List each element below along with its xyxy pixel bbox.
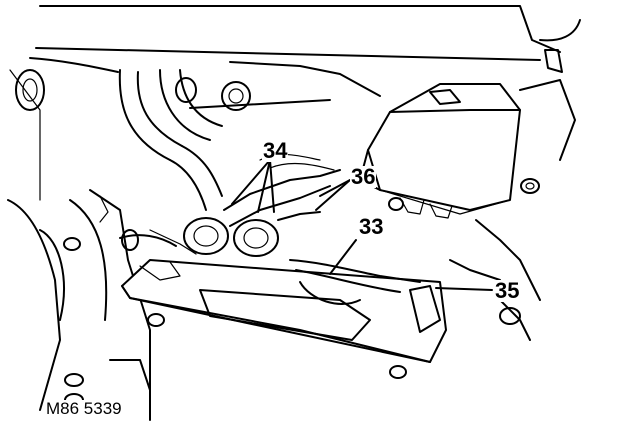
leader-lines (231, 159, 493, 291)
hoses (118, 69, 251, 211)
callout-35: 35 (494, 278, 521, 303)
left-structures (7, 69, 151, 421)
figure-reference-code: M86 5339 (46, 399, 122, 418)
callout-34: 34 (262, 138, 289, 163)
callout-33: 33 (358, 214, 385, 239)
callout-36: 36 (350, 164, 377, 189)
air-filter-box (359, 83, 541, 341)
harness-connectors (119, 153, 421, 305)
bodywork-outline (9, 5, 581, 201)
